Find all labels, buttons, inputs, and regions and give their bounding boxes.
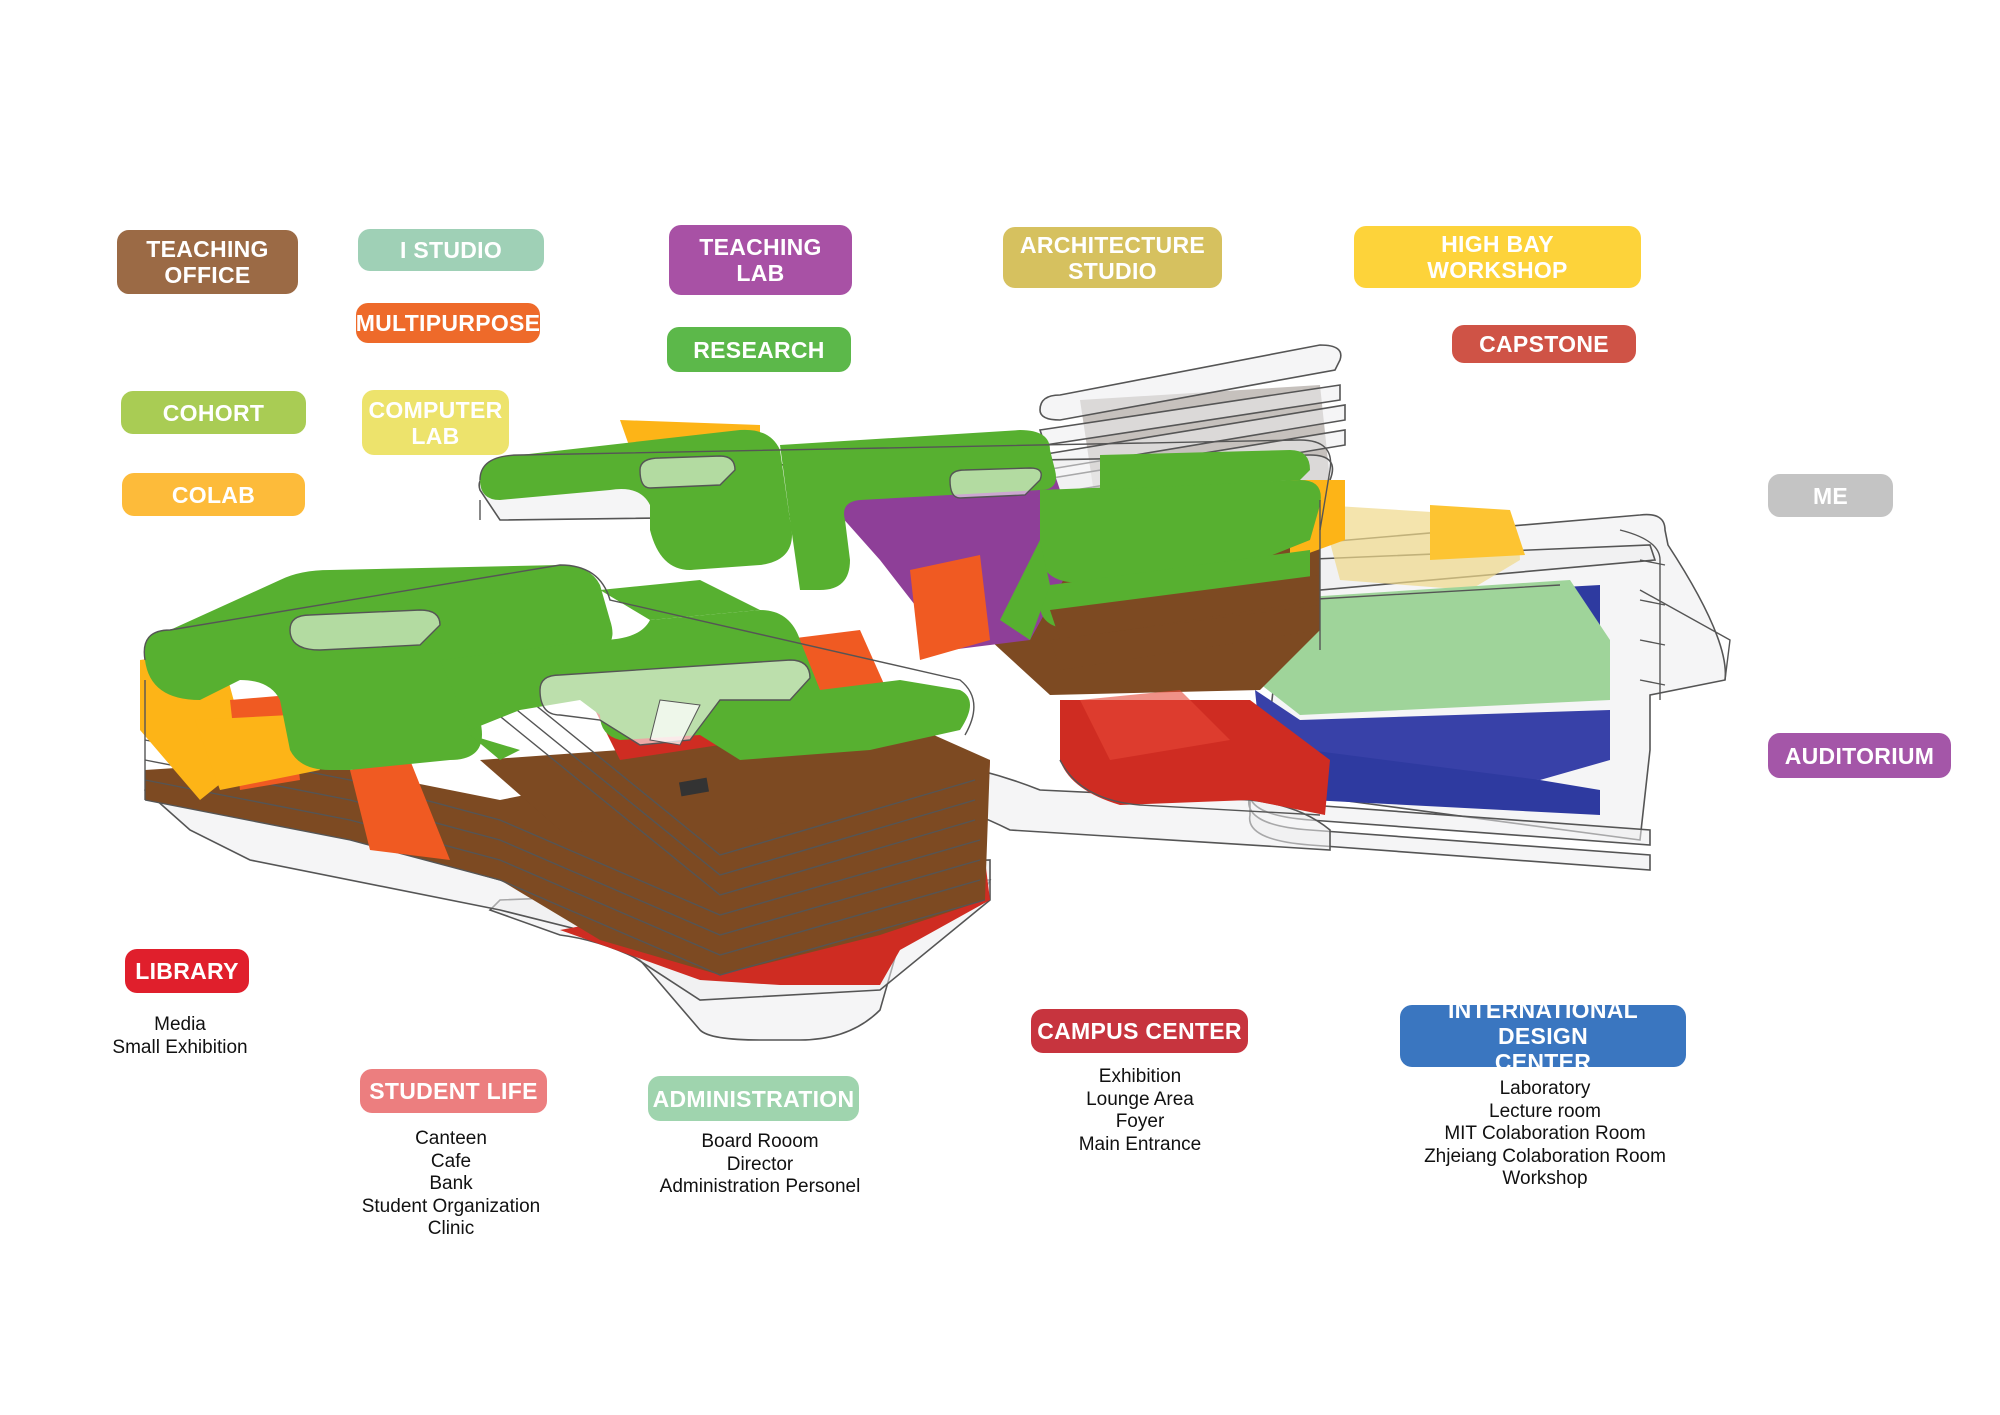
label-international-design-center: INTERNATIONAL DESIGN CENTER xyxy=(1400,1005,1686,1067)
label-campus-center: CAMPUS CENTER xyxy=(1031,1009,1248,1053)
label-colab: COLAB xyxy=(122,473,305,516)
administration-detail-item: Director xyxy=(650,1154,870,1177)
label-computer-lab: COMPUTER LAB xyxy=(362,390,509,455)
student-life-detail-item: Student Organization xyxy=(350,1196,552,1219)
campus-center-detail-item: Main Entrance xyxy=(1060,1134,1220,1157)
administration-detail-item: Board Rooom xyxy=(650,1131,870,1154)
student-life-detail-item: Bank xyxy=(350,1173,552,1196)
label-architecture-studio: ARCHITECTURE STUDIO xyxy=(1003,227,1222,288)
label-teaching-lab: TEACHING LAB xyxy=(669,225,852,295)
campus-center-detail-item: Exhibition xyxy=(1060,1066,1220,1089)
west-wing-massing xyxy=(140,565,990,1040)
library-detail-item: Small Exhibition xyxy=(100,1037,260,1060)
campus-center-detail-item: Foyer xyxy=(1060,1111,1220,1134)
idc-detail-item: Zhjeiang Colaboration Room xyxy=(1420,1146,1670,1169)
label-library: LIBRARY xyxy=(125,949,249,993)
label-cohort: COHORT xyxy=(121,391,306,434)
campus-center-details: Exhibition Lounge Area Foyer Main Entran… xyxy=(1060,1066,1220,1156)
student-life-detail-item: Cafe xyxy=(350,1151,552,1174)
label-capstone: CAPSTONE xyxy=(1452,325,1636,363)
administration-details: Board Rooom Director Administration Pers… xyxy=(650,1131,870,1199)
student-life-detail-item: Canteen xyxy=(350,1128,552,1151)
label-administration: ADMINISTRATION xyxy=(648,1076,859,1121)
label-high-bay-workshop: HIGH BAY WORKSHOP xyxy=(1354,226,1641,288)
administration-detail-item: Administration Personel xyxy=(650,1176,870,1199)
student-life-detail-item: Clinic xyxy=(350,1218,552,1241)
label-me: ME xyxy=(1768,474,1893,517)
idc-detail-item: Workshop xyxy=(1420,1168,1670,1191)
label-research: RESEARCH xyxy=(667,327,851,372)
label-student-life: STUDENT LIFE xyxy=(360,1069,547,1113)
label-auditorium: AUDITORIUM xyxy=(1768,733,1951,778)
label-teaching-office: TEACHING OFFICE xyxy=(117,230,298,294)
library-details: Media Small Exhibition xyxy=(100,1014,260,1059)
international-design-center-details: Laboratory Lecture room MIT Colaboration… xyxy=(1420,1078,1670,1191)
library-detail-item: Media xyxy=(100,1014,260,1037)
east-wing-massing xyxy=(1249,505,1730,870)
idc-detail-item: Lecture room xyxy=(1420,1101,1670,1124)
campus-center-detail-item: Lounge Area xyxy=(1060,1089,1220,1112)
student-life-details: Canteen Cafe Bank Student Organization C… xyxy=(350,1128,552,1241)
idc-detail-item: MIT Colaboration Room xyxy=(1420,1123,1670,1146)
idc-detail-item: Laboratory xyxy=(1420,1078,1670,1101)
label-multipurpose: MULTIPURPOSE xyxy=(356,303,540,343)
label-i-studio: I STUDIO xyxy=(358,229,544,271)
